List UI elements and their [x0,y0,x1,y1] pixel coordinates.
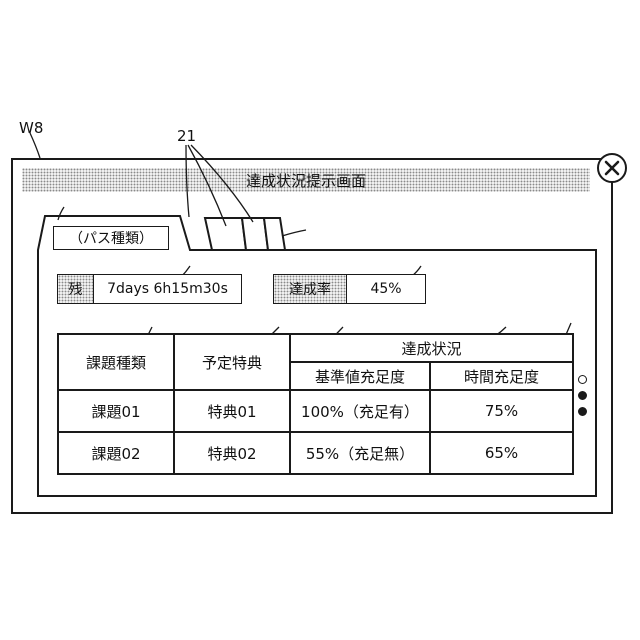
leader-window [30,133,40,158]
row-benefit: 特典01 [174,390,290,432]
header-standard-fulfillment: 基準値充足度 [290,362,430,390]
rate-label: 達成率 [274,275,347,303]
header-achievement-status: 達成状況 [290,334,573,362]
tab-back-1 [205,218,246,250]
leader-tab-b [188,145,226,226]
header-time-fulfillment: 時間充足度 [430,362,573,390]
table-row[interactable]: 課題02 特典02 55%（充足無） 65% [58,432,573,474]
row-task-type: 課題02 [58,432,174,474]
remaining-label: 残 [58,275,94,303]
close-icon [603,159,621,177]
page-dot-1[interactable] [578,375,587,384]
achievement-status-table: 課題種類 予定特典 達成状況 基準値充足度 時間充足度 課題01 特典01 10… [57,333,574,475]
table-row[interactable]: 課題01 特典01 100%（充足有） 75% [58,390,573,432]
rate-value: 45% [347,275,425,303]
leader-tab-c [191,145,253,222]
remaining-value: 7days 6h15m30s [94,275,241,303]
tab-back-3 [264,218,285,250]
row-standard: 55%（充足無） [290,432,430,474]
leader-tab-right [282,230,306,236]
achievement-rate-box: 達成率 45% [273,274,426,304]
row-time: 65% [430,432,573,474]
leader-tab-a [186,145,189,217]
row-time: 75% [430,390,573,432]
page-dot-2[interactable] [578,391,587,400]
pass-type-tab[interactable]: （パス種類） [53,226,169,250]
row-standard: 100%（充足有） [290,390,430,432]
remaining-time-box: 残 7days 6h15m30s [57,274,242,304]
header-task-type: 課題種類 [58,334,174,390]
pass-type-label: （パス種類） [69,228,153,248]
header-planned-benefit: 予定特典 [174,334,290,390]
row-benefit: 特典02 [174,432,290,474]
close-button[interactable] [597,153,627,183]
row-task-type: 課題01 [58,390,174,432]
page-dot-3[interactable] [578,407,587,416]
